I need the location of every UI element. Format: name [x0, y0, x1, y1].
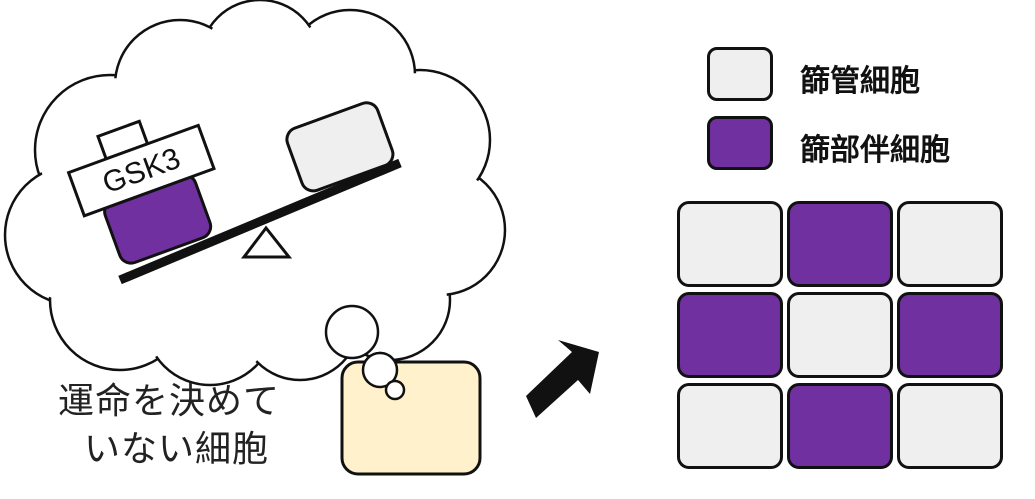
undetermined-cell-label-line2: いない細胞 — [84, 429, 270, 470]
grid-cell-companion — [787, 383, 893, 469]
seesaw-sieve-cell — [285, 101, 395, 193]
legend-swatch-companion — [707, 116, 773, 170]
legend-label-companion: 篩部伴細胞 — [800, 133, 950, 168]
grid-cell-sieve — [677, 201, 783, 287]
grid-cell-sieve — [897, 201, 1003, 287]
grid-cell-sieve — [787, 292, 893, 378]
grid-cell-companion — [787, 201, 893, 287]
grid-cell-sieve — [677, 383, 783, 469]
legend-label-sieve: 篩管細胞 — [800, 64, 920, 99]
seesaw-fulcrum — [240, 225, 293, 259]
grid-cell-companion — [897, 292, 1003, 378]
undetermined-cell — [340, 360, 482, 476]
arrow-icon — [526, 340, 599, 418]
seesaw-beam — [118, 158, 402, 285]
grid-cell-companion — [677, 292, 783, 378]
legend-swatch-sieve — [707, 47, 773, 101]
grid-cell-sieve — [897, 383, 1003, 469]
undetermined-cell-label-line1: 運命を決めて — [58, 381, 281, 422]
